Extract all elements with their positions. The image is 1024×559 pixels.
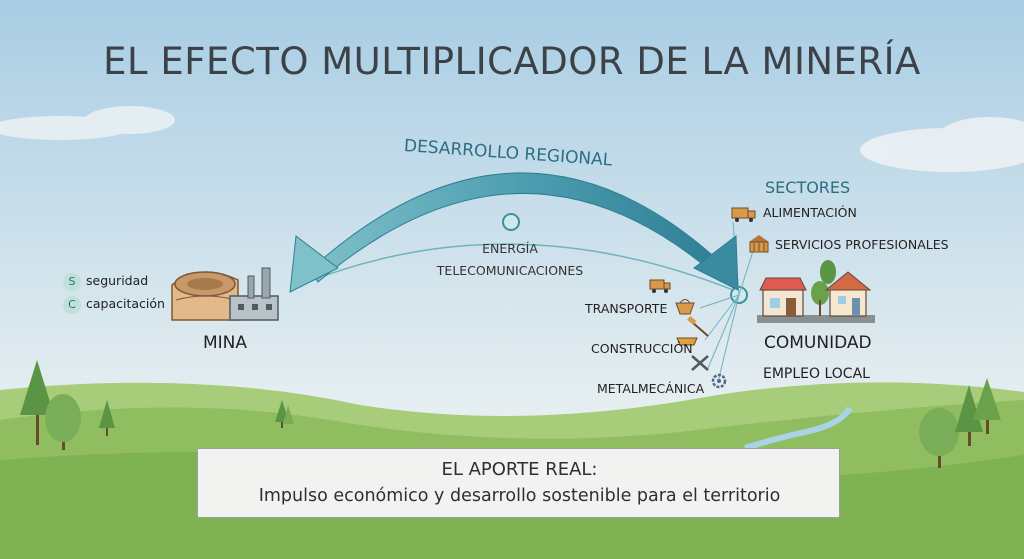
attribute-label: seguridad [86,273,149,288]
tree-right-1 [919,408,959,468]
building-icon [749,235,769,253]
center-flows: ENERGÍA TELECOMUNICACIONES [420,238,600,282]
community-illustration [757,260,875,323]
connection-line [299,243,739,293]
center-node [502,213,520,231]
flow-label-telecom: TELECOMUNICACIONES [436,263,584,278]
truck-basket-icon [649,279,695,315]
tree-left-2 [45,394,81,450]
cloud-left [0,106,175,140]
attribute-badge: C [63,296,81,314]
wrench-gear-icon [691,355,727,389]
tree-right-2 [955,378,1001,446]
summary-box: EL APORTE REAL: Impulso económico y desa… [197,448,840,518]
mine-illustration [171,267,279,321]
page-title: EL EFECTO MULTIPLICADOR DE LA MINERÍA [103,40,921,83]
tree-mid [275,400,294,428]
cloud-right [860,117,1024,172]
sector-label: SERVICIOS PROFESIONALES [775,237,949,252]
supply-label: TRANSPORTE [585,301,668,316]
river [744,406,853,451]
double-arrow [289,172,739,293]
mine-label: MINA [203,333,248,353]
tree-left-3 [99,400,115,436]
summary-heading: EL APORTE REAL: [441,459,598,480]
summary-text: Impulso económico y desarrollo sostenibl… [258,486,781,506]
flow-label-energy: ENERGÍA [482,241,538,256]
attribute-label: capacitación [86,296,165,311]
supply-label: METALMECÁNICA [597,381,705,396]
sector-label: ALIMENTACIÓN [763,205,857,220]
supply-label: CONSTRUCCIÓN [591,341,693,356]
truck-icon [731,207,756,222]
tree-left-1 [20,360,54,445]
sectors-title: SECTORES [765,178,851,197]
attribute-badge: S [63,273,81,291]
community-label: COMUNIDAD [764,333,872,353]
community-sublabel: EMPLEO LOCAL [763,366,870,382]
tools-icon [676,315,709,346]
